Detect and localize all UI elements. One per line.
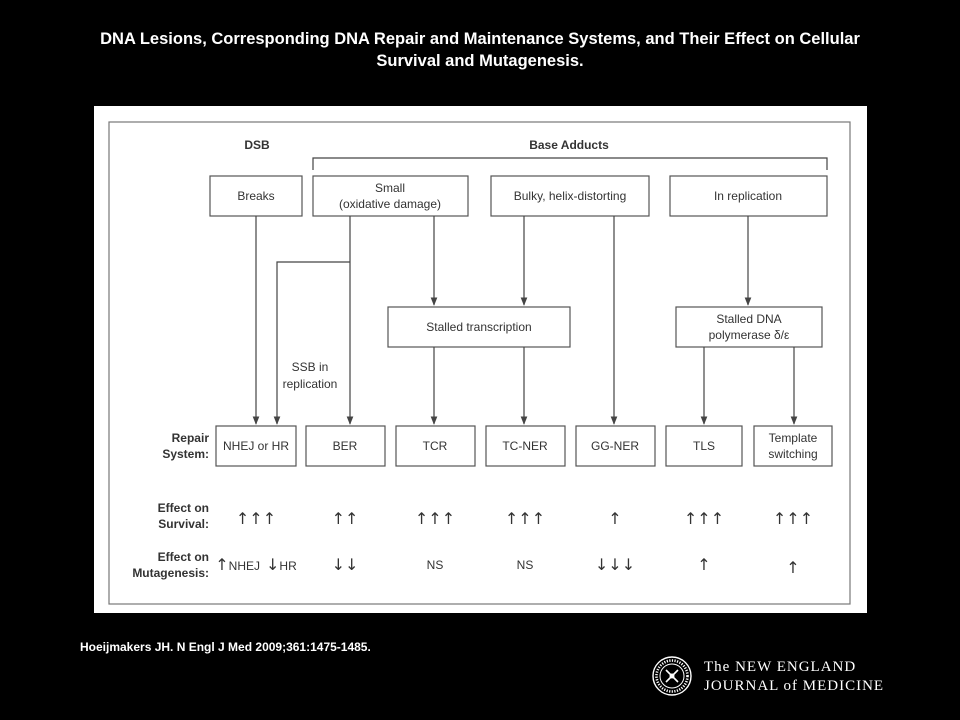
repair-label-tc-ner: TC-NER <box>502 439 548 453</box>
repair-box-template-switching <box>753 425 833 467</box>
survival-tc-ner: ↑↑↑ <box>505 509 545 528</box>
lesion-box-small <box>312 175 469 217</box>
repair-box-tcr <box>395 425 476 467</box>
stalled-transcription-label: Stalled transcription <box>426 320 531 334</box>
journal-seal-icon <box>652 656 692 696</box>
repair-label-tls: TLS <box>693 439 715 453</box>
repair-label-gg-ner: GG-NER <box>591 439 639 453</box>
mutagenesis-nhej-label: NHEJ <box>229 559 260 573</box>
journal-name: The NEW ENGLAND JOURNAL of MEDICINE <box>704 658 884 696</box>
slide-title-line-2: Survival and Mutagenesis. <box>376 52 584 70</box>
survival-row-label-2: Survival: <box>158 517 209 531</box>
mutagenesis-nhej-hr: ↑NHEJ ↓HR <box>215 555 297 574</box>
mutagenesis-hr-label: HR <box>279 559 297 573</box>
stalled-polymerase-box <box>675 306 823 348</box>
survival-row-label-1: Effect on <box>158 501 209 515</box>
mutagenesis-ber: ↓↓ <box>332 555 359 574</box>
journal-name-line-2: JOURNAL of MEDICINE <box>704 678 885 694</box>
mutagenesis-template-switching: ↑ <box>786 558 799 577</box>
repair-box-gg-ner <box>575 425 656 467</box>
mutagenesis-nhej-up-arrow: ↑ <box>215 555 228 574</box>
journal-logo: The NEW ENGLAND JOURNAL of MEDICINE <box>652 656 922 698</box>
survival-tcr: ↑↑↑ <box>415 509 455 528</box>
lesion-box-replication <box>669 175 828 217</box>
repair-label-template-switching-1: Template <box>769 431 818 445</box>
citation: Hoeijmakers JH. N Engl J Med 2009;361:14… <box>80 640 371 654</box>
repair-label-nhej-hr: NHEJ or HR <box>223 439 289 453</box>
survival-template-switching: ↑↑↑ <box>773 509 813 528</box>
lesion-label-small-2: (oxidative damage) <box>339 197 441 211</box>
mutagenesis-row-label-1: Effect on <box>158 550 209 564</box>
survival-nhej-hr: ↑↑↑ <box>236 509 276 528</box>
mutagenesis-row-label-2: Mutagenesis: <box>132 566 209 580</box>
figure-frame <box>108 121 851 605</box>
stalled-transcription-box <box>387 306 571 348</box>
repair-box-nhej-hr <box>215 425 297 467</box>
lesion-label-bulky: Bulky, helix-distorting <box>514 189 627 203</box>
slide-title-line-1: DNA Lesions, Corresponding DNA Repair an… <box>100 30 860 48</box>
lesion-label-small-1: Small <box>375 181 405 195</box>
figure-panel: DSB Base Adducts Breaks Small (oxidative… <box>94 106 867 613</box>
repair-box-tc-ner <box>485 425 566 467</box>
dsb-header: DSB <box>244 138 270 152</box>
repair-box-tls <box>665 425 743 467</box>
survival-ber: ↑↑ <box>332 509 359 528</box>
stalled-polymerase-label-1: Stalled DNA <box>716 312 781 326</box>
repair-box-ber <box>305 425 386 467</box>
stalled-polymerase-label-2: polymerase δ/ε <box>709 328 790 342</box>
slide-title: DNA Lesions, Corresponding DNA Repair an… <box>20 28 940 72</box>
mutagenesis-gg-ner: ↓↓↓ <box>595 555 635 574</box>
ssb-label-1: SSB in <box>292 360 329 374</box>
base-adducts-header: Base Adducts <box>529 138 609 152</box>
journal-name-line-1: The NEW ENGLAND <box>704 659 857 675</box>
repair-label-tcr: TCR <box>423 439 448 453</box>
mutagenesis-hr-down-arrow: ↓ <box>266 555 279 574</box>
mutagenesis-tcr: NS <box>427 558 444 572</box>
mutagenesis-tls: ↑ <box>697 555 710 574</box>
repair-label-ber: BER <box>333 439 358 453</box>
lesion-label-breaks: Breaks <box>237 189 274 203</box>
mutagenesis-tc-ner: NS <box>517 558 534 572</box>
arrow-ssb-to-nhej <box>273 261 350 425</box>
ssb-label-2: replication <box>283 377 338 391</box>
repair-label-template-switching-2: switching <box>768 447 817 461</box>
lesion-label-replication: In replication <box>714 189 782 203</box>
base-adducts-bracket <box>312 157 828 170</box>
lesion-box-bulky <box>490 175 650 217</box>
dna-repair-diagram: DSB Base Adducts Breaks Small (oxidative… <box>108 121 851 605</box>
repair-row-label-1: Repair <box>172 431 210 445</box>
survival-gg-ner: ↑ <box>608 509 621 528</box>
repair-row-label-2: System: <box>162 447 209 461</box>
survival-tls: ↑↑↑ <box>684 509 724 528</box>
